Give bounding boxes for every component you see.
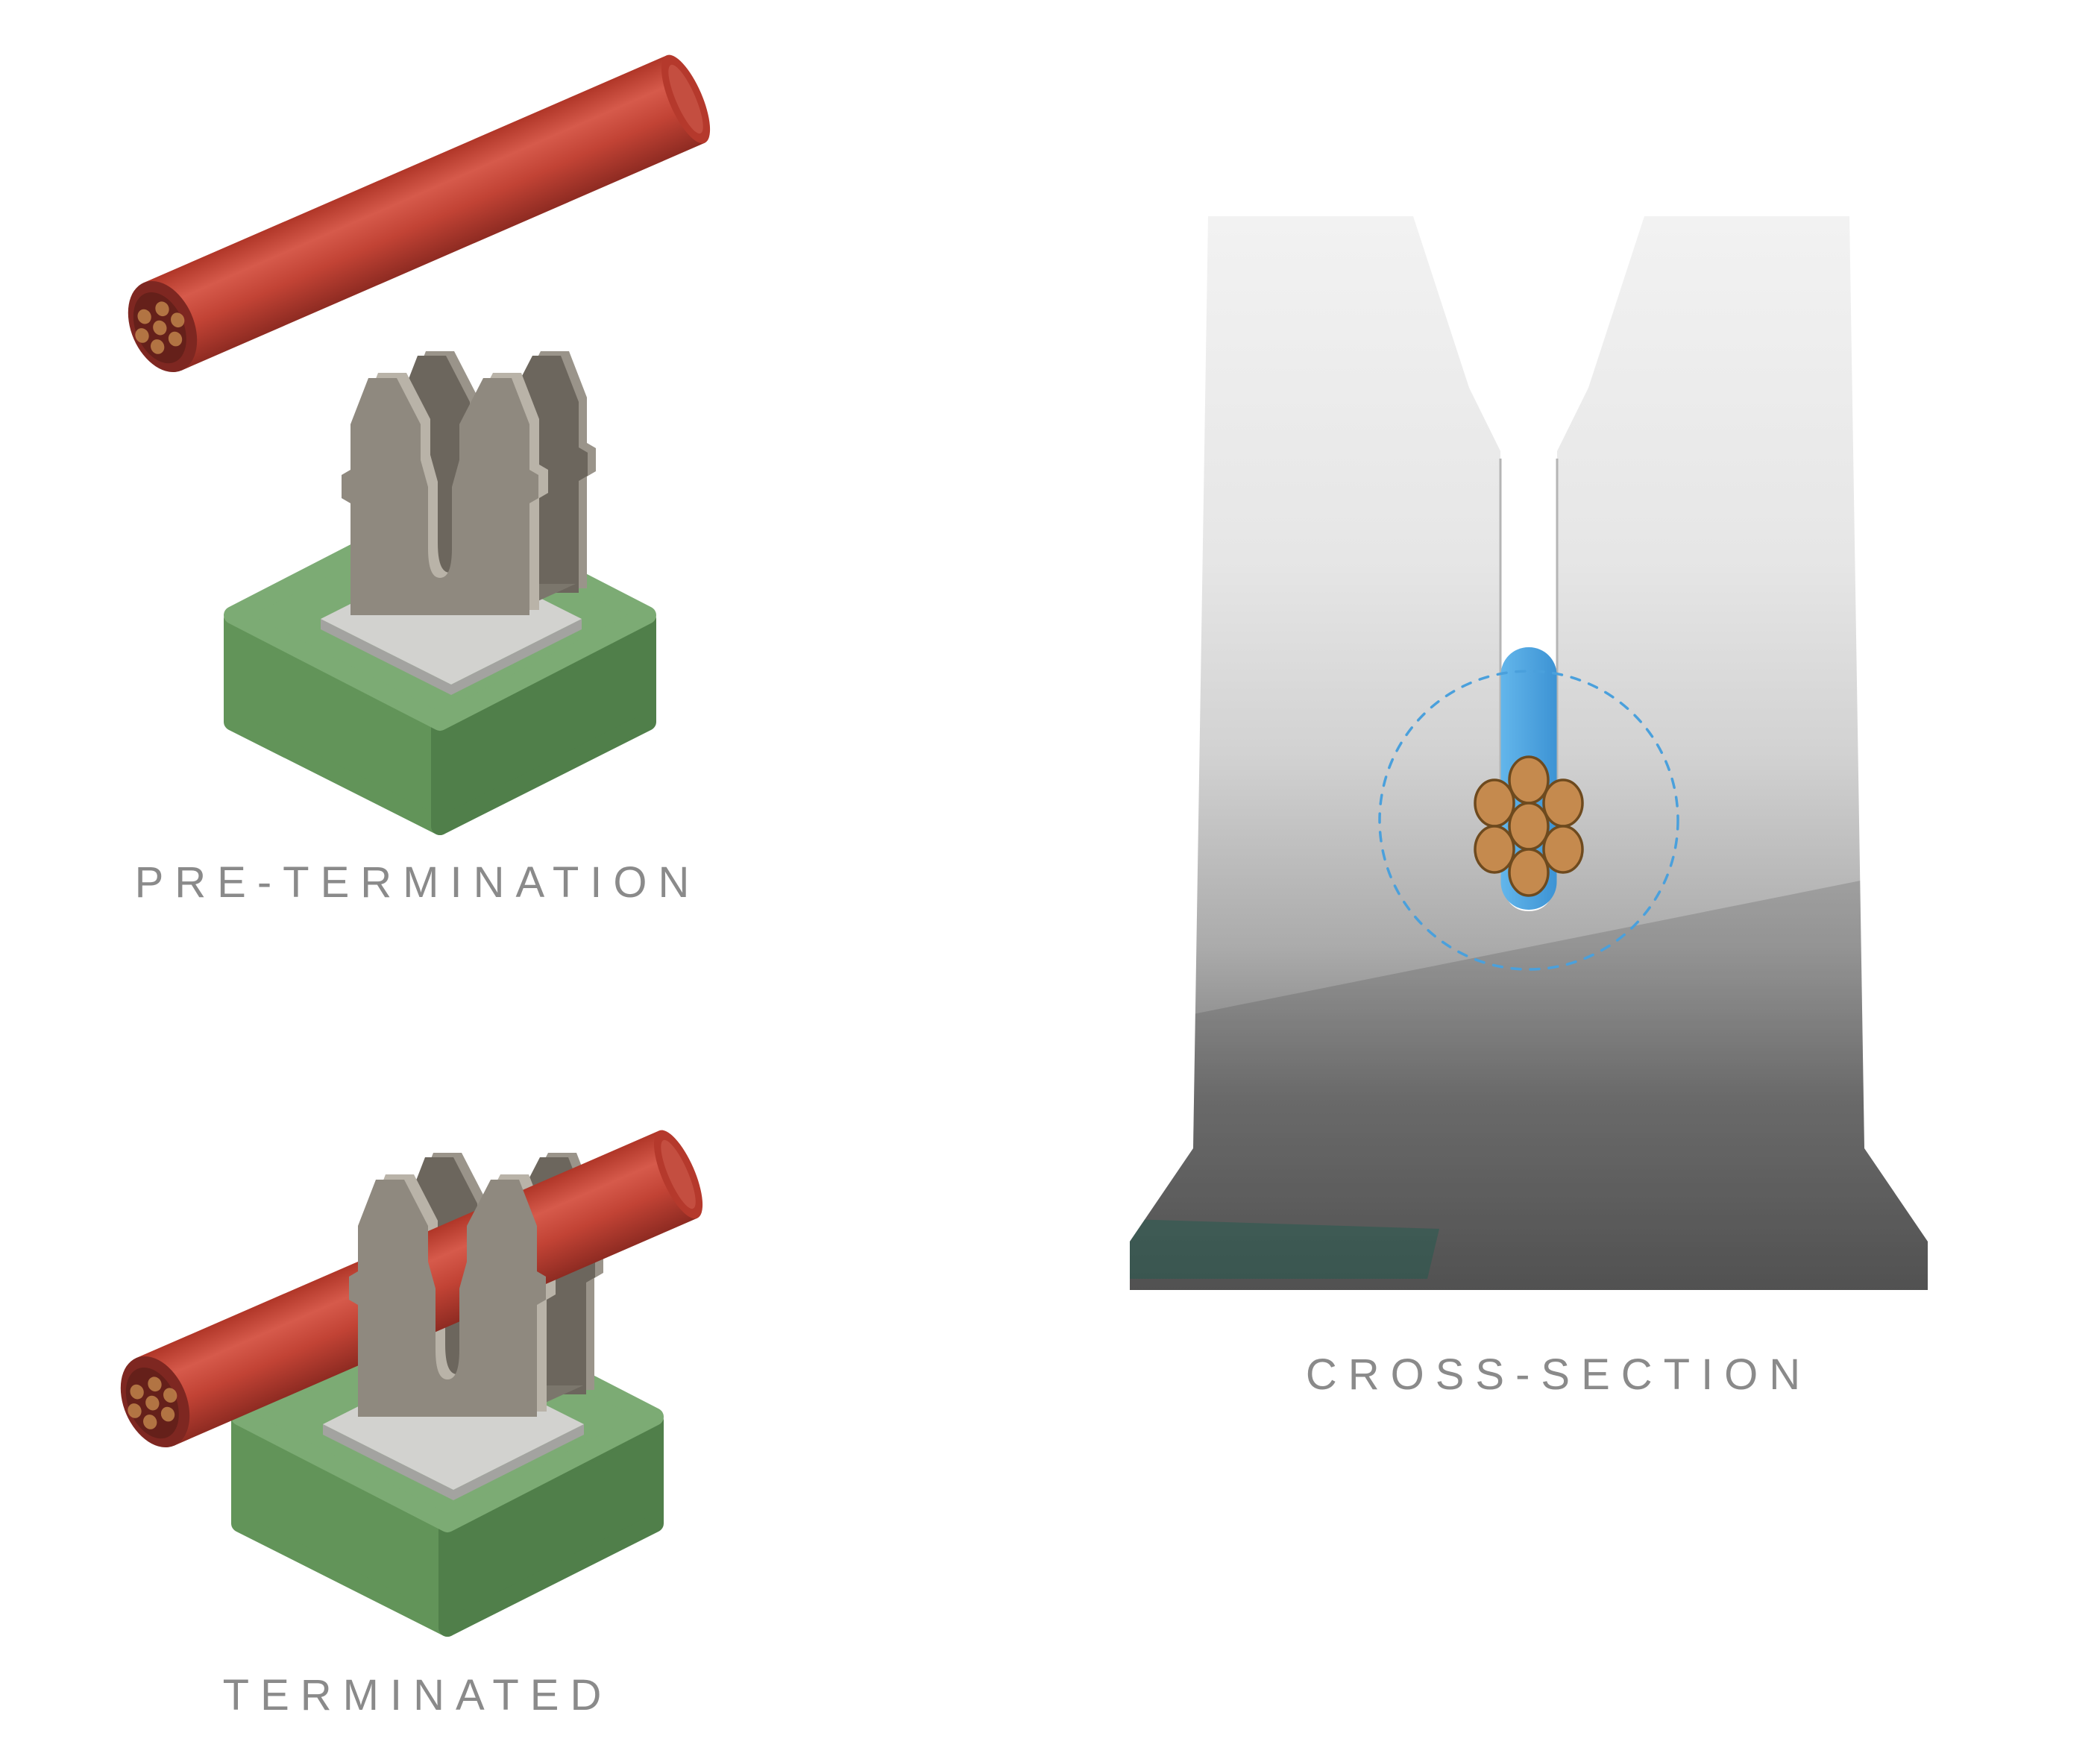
cross-section-label: CROSS-SECTION bbox=[1305, 1350, 1812, 1399]
terminated-illustration bbox=[120, 1130, 703, 1637]
terminated-label: TERMINATED bbox=[222, 1671, 613, 1719]
copper-strands bbox=[1474, 755, 1584, 897]
wire-cut-face bbox=[120, 1356, 190, 1448]
red-wire bbox=[128, 54, 711, 373]
idc-contact bbox=[342, 351, 596, 615]
cross-section-illustration bbox=[1130, 216, 1928, 1290]
idc-front-plate bbox=[349, 1180, 546, 1417]
idc-slot-body bbox=[1130, 216, 1928, 1290]
highlight-circle bbox=[1378, 670, 1679, 971]
pre-termination-illustration bbox=[128, 54, 711, 835]
idc-front-plate bbox=[342, 378, 538, 615]
wire-cut-face bbox=[128, 280, 198, 373]
pre-termination-label: PRE-TERMINATION bbox=[134, 858, 701, 907]
body-shading bbox=[1130, 858, 1928, 1290]
